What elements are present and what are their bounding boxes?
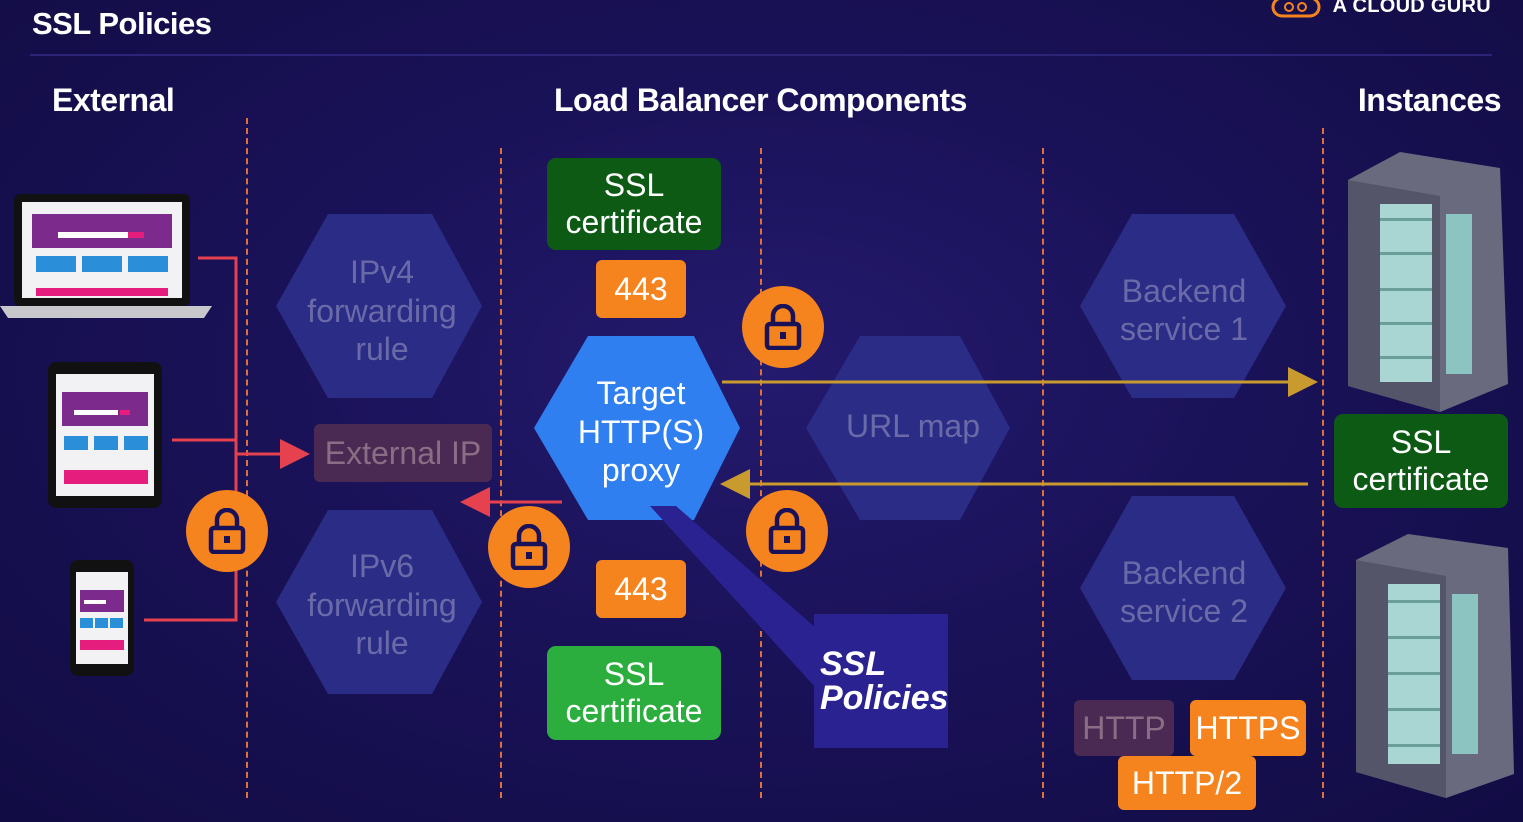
client-connectors	[144, 256, 310, 622]
policy-callout-pointer	[650, 506, 816, 688]
backend-1-hexagon	[1080, 214, 1286, 398]
ssl-policies-label: SSL Policies	[820, 645, 949, 717]
page-title: SSL Policies	[32, 6, 212, 41]
url-map: URL map	[846, 407, 980, 444]
tablet-icon	[48, 362, 162, 508]
brand-logo: A CLOUD GURU	[1271, 0, 1491, 18]
protocol-http: HTTP	[1074, 700, 1174, 756]
ssl-certificate-top: SSL certificate	[547, 158, 721, 250]
port-443-bottom: 443	[596, 560, 686, 618]
external-heading: External	[52, 82, 175, 118]
ssl-policies-box: SSL Policies	[814, 614, 949, 748]
backend-service-2: Backend service 2	[1119, 554, 1249, 629]
header-rule	[30, 54, 1492, 56]
ipv6-hexagon	[276, 510, 482, 694]
protocol-https: HTTPS	[1190, 700, 1306, 756]
phone-icon	[70, 560, 134, 676]
cloud-logo-icon	[1271, 0, 1321, 18]
backend-service-1: Backend service 1	[1119, 272, 1249, 347]
lock-icon	[746, 490, 828, 572]
target-proxy-hexagon	[534, 336, 740, 520]
lock-icon	[186, 490, 268, 572]
ssl-certificate-bottom: SSL certificate	[547, 646, 721, 740]
server-rack-icon	[1348, 152, 1508, 412]
brand-name: A CLOUD GURU	[1332, 0, 1491, 17]
target-https-proxy: Target HTTP(S) proxy	[577, 375, 705, 489]
divider-1	[246, 118, 248, 798]
divider-5	[1322, 128, 1324, 798]
port-443-top: 443	[596, 260, 686, 318]
instances-heading: Instances	[1357, 82, 1502, 118]
divider-4	[1042, 148, 1044, 798]
external-ip: External IP	[314, 424, 492, 482]
divider-2	[500, 148, 502, 798]
server-rack-icon	[1356, 534, 1514, 798]
laptop-icon	[0, 194, 212, 318]
lock-icon	[742, 286, 824, 368]
load-balancer-heading: Load Balancer Components	[554, 82, 967, 118]
backend-2-hexagon	[1080, 496, 1286, 680]
lock-icon	[488, 506, 570, 588]
ipv4-hexagon	[276, 214, 482, 398]
ssl-certificate-instances: SSL certificate	[1334, 414, 1508, 508]
divider-3	[760, 148, 762, 798]
ipv4-forwarding-rule: IPv4 forwarding rule	[307, 254, 457, 368]
protocol-http2: HTTP/2	[1118, 756, 1256, 810]
ipv6-forwarding-rule: IPv6 forwarding rule	[307, 548, 457, 662]
